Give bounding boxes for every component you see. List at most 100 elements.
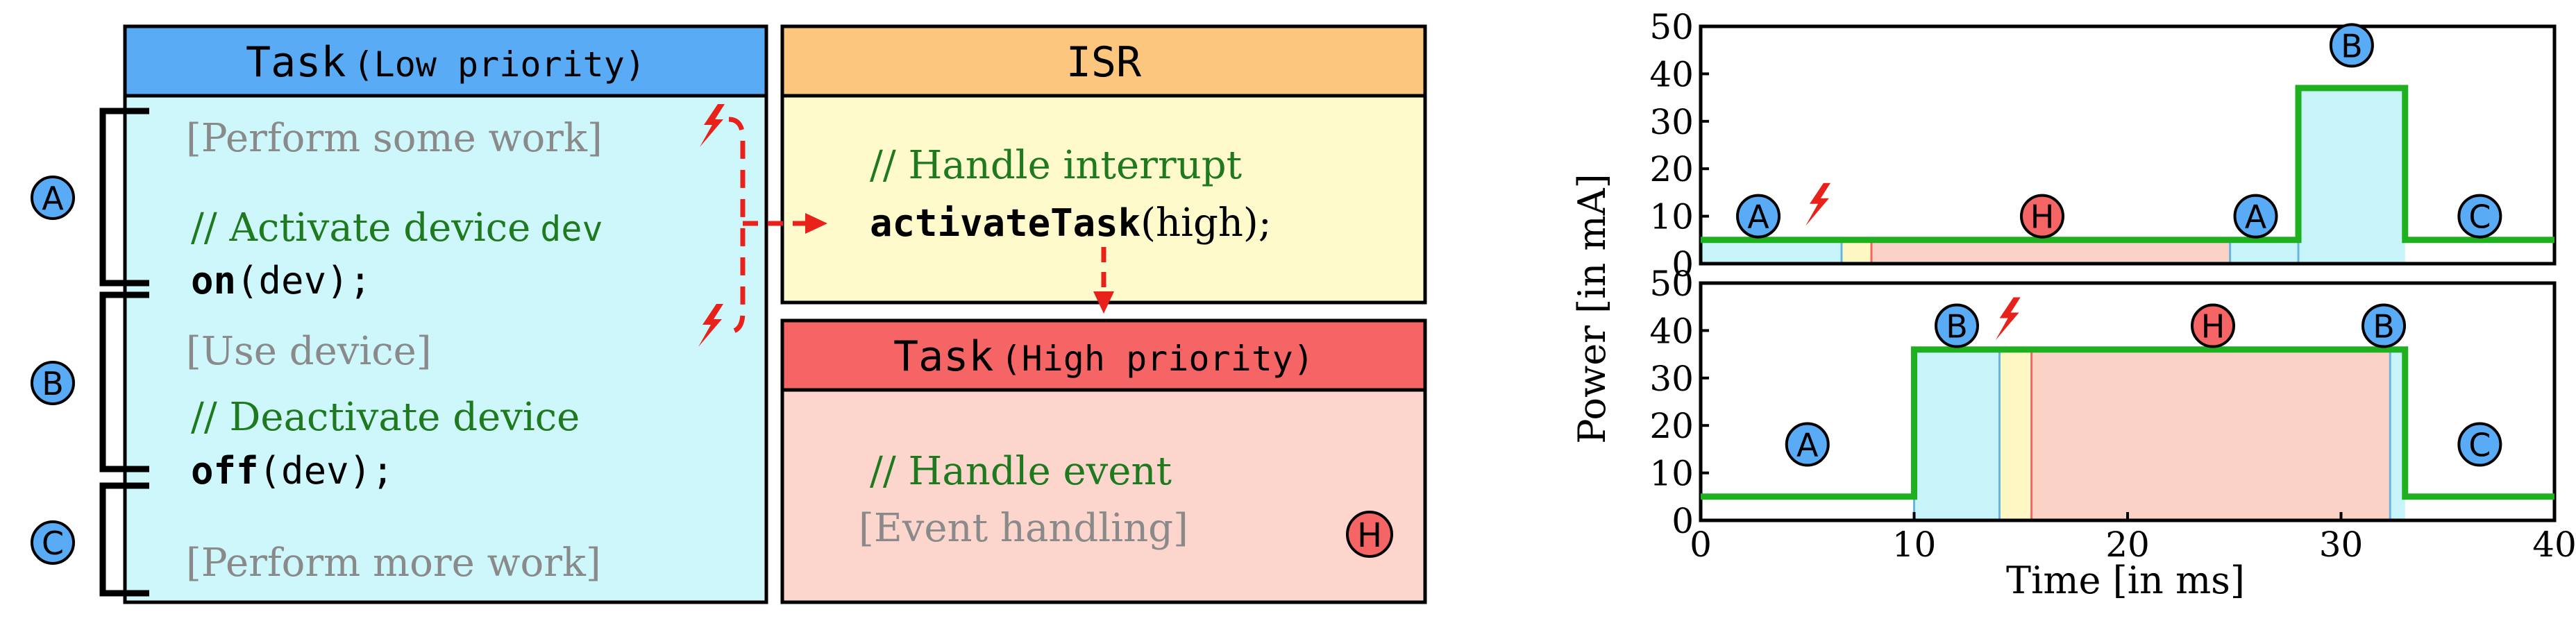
interrupt-lightning-icon-2 <box>698 304 723 347</box>
top-badge-a <box>1736 194 1781 239</box>
task-high-title-name: Task <box>893 332 994 381</box>
task-low-title-name: Task <box>246 38 346 87</box>
bottom-badge-h <box>2191 303 2235 348</box>
chart-ylabel: Power [in mA] <box>1570 173 1614 443</box>
bottom-badge-a <box>1785 422 1830 467</box>
isr-title: ISR <box>1066 38 1142 87</box>
bottom-xtick-label: 10 <box>1892 525 1937 565</box>
top-badge-c <box>2457 194 2502 239</box>
bottom-ytick-label: 0 <box>1672 501 1694 541</box>
task-low-header <box>123 24 768 98</box>
bottom-xtick-label: 30 <box>2319 525 2364 565</box>
task-high-arrowhead <box>1093 291 1114 314</box>
bottom-badge-b <box>1935 303 1979 348</box>
bottom-ytick-label: 30 <box>1649 359 1694 399</box>
phase-badge-c-label: C <box>42 525 64 562</box>
comment-deactivate: // Deactivate device <box>191 395 580 440</box>
bottom-region-yellow <box>1999 349 2032 520</box>
bottom-xtick-label: 0 <box>1690 525 1712 565</box>
task-high-badge-label: H <box>1357 516 1382 555</box>
bottom-xtick-label: 20 <box>2105 525 2150 565</box>
phase-badge-a: A <box>31 176 75 220</box>
task-high-comment: // Handle event <box>870 449 1172 494</box>
top-ytick-label: 10 <box>1649 197 1694 237</box>
top-ytick-label: 30 <box>1649 102 1694 142</box>
top-badge-label: C <box>2468 198 2491 236</box>
isr-body <box>780 94 1427 305</box>
isr-box: ISR // Handle interrupt activateTask(hig… <box>780 24 1427 305</box>
interrupt-bracket-arrow <box>728 117 746 334</box>
task-high-title: Task(High priority) <box>893 332 1314 381</box>
bottom-interrupt-icon <box>1995 297 2021 341</box>
top-interrupt-icon <box>1805 182 1830 226</box>
power-chart-top: 0 10 20 30 40 50A H A B C <box>1649 7 2557 284</box>
task-high-box: Task(High priority) // Handle event [Eve… <box>780 318 1427 604</box>
bottom-badge-label: C <box>2468 427 2491 464</box>
task-high-event-line: [Event handling] <box>859 506 1188 551</box>
bottom-ytick-label: 10 <box>1649 454 1694 494</box>
call-on: on(dev); <box>191 259 371 303</box>
top-ytick-label: 0 <box>1672 244 1694 284</box>
phase-badge-b: B <box>31 361 75 405</box>
top-region-yellow <box>1841 239 1871 264</box>
top-badge-h <box>2020 194 2064 239</box>
bracket-c <box>99 482 149 597</box>
top-region-cyan <box>2298 87 2405 264</box>
task-low-title-paren: (Low priority) <box>353 44 646 85</box>
bottom-badge-label: B <box>1946 308 1968 346</box>
bottom-region-cyan <box>2390 349 2405 520</box>
chart-xlabel: Time [in ms] <box>2006 559 2245 602</box>
bottom-region-cyan <box>1914 349 2000 520</box>
comment-activate-text: // Activate device <box>191 205 530 250</box>
top-badge-label: H <box>2030 198 2055 236</box>
bottom-xtick-label: 40 <box>2532 525 2576 565</box>
task-high-header <box>780 318 1427 392</box>
top-ytick-label: 40 <box>1649 54 1694 94</box>
comment-activate-code: dev <box>540 209 603 249</box>
phase-badge-c: C <box>31 520 75 565</box>
call-on-fn: on <box>191 259 236 303</box>
bottom-ytick-label: 40 <box>1649 311 1694 351</box>
call-off: off(dev); <box>191 449 394 493</box>
line-perform-work: [Perform some work] <box>186 116 603 161</box>
bottom-badge-label: B <box>2373 308 2395 346</box>
isr-call-fn: activateTask <box>870 201 1140 245</box>
top-power-line <box>1701 85 2554 244</box>
phase-brackets <box>99 108 149 597</box>
bottom-badge-b <box>2362 303 2406 348</box>
isr-call-args: (high); <box>1140 201 1271 246</box>
bottom-badge-label: A <box>1796 427 1819 464</box>
phase-badge-b-label: B <box>42 365 64 402</box>
isr-comment: // Handle interrupt <box>870 143 1243 188</box>
bottom-region-pink <box>2031 349 2391 520</box>
isr-call: activateTask(high); <box>870 201 1272 246</box>
line-use-device: [Use device] <box>186 329 432 374</box>
isr-arrowhead <box>805 213 827 234</box>
top-badge-b <box>2329 23 2374 68</box>
bottom-badge-c <box>2457 422 2502 467</box>
top-region-pink <box>1871 239 2230 264</box>
top-ytick-label: 20 <box>1649 149 1694 189</box>
top-badge-a <box>2233 194 2278 239</box>
bottom-power-line <box>1701 346 2554 500</box>
bottom-ytick-label: 50 <box>1649 264 1694 304</box>
task-high-title-paren: (High priority) <box>1000 339 1314 379</box>
flow-arrows <box>728 117 1114 334</box>
call-off-args: (dev); <box>259 449 394 493</box>
task-low-body <box>123 94 768 604</box>
bracket-b <box>99 291 149 472</box>
interrupt-lightning-icon <box>700 104 725 147</box>
task-high-badge: H <box>1346 511 1393 558</box>
phase-badge-a-label: A <box>42 180 64 217</box>
top-badge-label: B <box>2341 27 2363 65</box>
top-frame <box>1699 24 2557 266</box>
top-region-cyan <box>1701 239 1842 264</box>
task-low-box: Task(Low priority) [Perform some work] /… <box>123 24 768 604</box>
top-ytick-label: 50 <box>1649 7 1694 47</box>
task-high-body <box>780 388 1427 604</box>
top-badge-label: A <box>2245 198 2267 236</box>
top-badge-label: A <box>1747 198 1769 236</box>
